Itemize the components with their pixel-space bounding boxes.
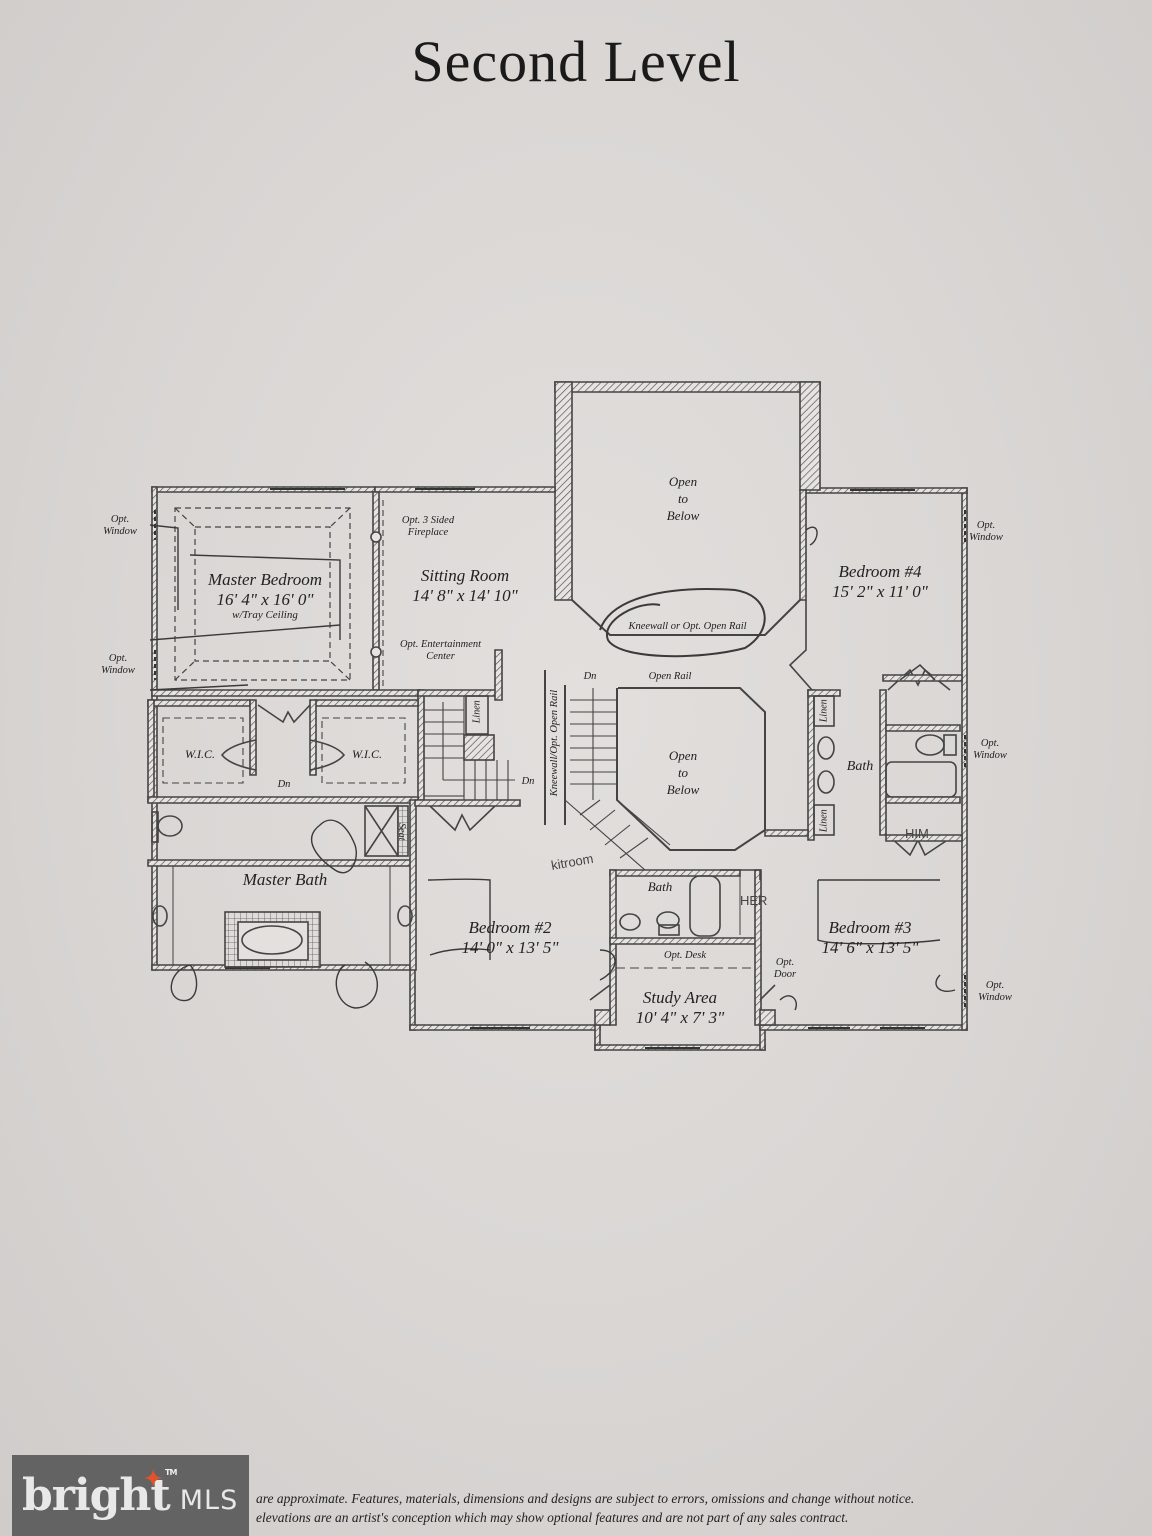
disclaimer: are approximate. Features, materials, di…: [256, 1489, 914, 1527]
brand-wordmark: bright ✦ TM: [22, 1466, 177, 1521]
room-dimensions: 14' 0" x 13' 5": [461, 937, 559, 957]
bedroom-3-label: Bedroom #3 14' 6" x 13' 5": [800, 918, 940, 957]
room-dimensions: 10' 4" x 7' 3": [635, 1007, 725, 1027]
brand-suffix: MLS: [179, 1485, 239, 1516]
bath-center-label: Bath: [647, 879, 673, 894]
trademark-mark: TM: [165, 1468, 177, 1477]
opt-desk-label: Opt. Desk: [664, 950, 706, 961]
page-title: Second Level: [411, 29, 741, 94]
opt-window-label: Opt. Window: [973, 738, 1007, 762]
linen-right-top-label: Linen: [818, 699, 830, 723]
master-bath-label: Master Bath: [242, 870, 328, 889]
room-name: Bedroom #2: [468, 918, 552, 937]
opt-window-label: Opt. Window: [969, 520, 1003, 544]
bedroom-4-label: Bedroom #4 15' 2" x 11' 0": [810, 562, 950, 601]
seat-label: Seat: [395, 823, 407, 841]
wic-right-label: W.I.C.: [352, 747, 382, 761]
opt-window-label: Opt. Window: [978, 980, 1012, 1004]
room-name: Sitting Room: [420, 566, 510, 585]
room-note: w/Tray Ceiling: [232, 609, 298, 622]
kneewall-rail-label: Kneewall or Opt. Open Rail: [628, 621, 747, 632]
linen-right-bottom-label: Linen: [818, 809, 830, 833]
open-rail-label: Open Rail: [648, 671, 692, 682]
open-to-below-center-label: Open to Below: [666, 748, 700, 797]
room-name: Bedroom #4: [838, 562, 922, 581]
room-dimensions: 14' 8" x 14' 10": [412, 585, 518, 605]
bright-mls-watermark: bright ✦ TM MLS: [12, 1455, 249, 1536]
opt-door-label: Opt. Door: [773, 957, 797, 981]
disclaimer-line-2: elevations are an artist's conception wh…: [256, 1510, 849, 1525]
handwritten-marks: [149, 524, 956, 1011]
handwritten-him: HIM: [905, 826, 929, 841]
sparkle-icon: ✦: [144, 1466, 162, 1492]
room-dimensions: 16' 4" x 16' 0": [216, 589, 314, 609]
wic-left-label: W.I.C.: [185, 747, 215, 761]
dn-main-stair-label: Dn: [583, 671, 597, 682]
opt-window-label: Opt. Window: [101, 653, 135, 677]
bath-right-label: Bath: [846, 759, 874, 774]
master-bedroom-label: Master Bedroom 16' 4" x 16' 0" w/Tray Ce…: [190, 570, 340, 622]
windows: [154, 488, 966, 1049]
room-name: Master Bedroom: [207, 570, 323, 589]
handwritten-kitroom: kitroom: [550, 851, 595, 873]
linen-left-label: Linen: [471, 700, 483, 724]
kneewall-vertical-label: Kneewall/Opt. Open Rail: [548, 689, 560, 797]
disclaimer-line-1: are approximate. Features, materials, di…: [256, 1491, 915, 1506]
dn-back-stair-label: Dn: [521, 776, 535, 787]
open-to-below-top-label: Open to Below: [666, 474, 700, 523]
room-name: Study Area: [642, 988, 718, 1007]
fireplace-label: Opt. 3 Sided Fireplace: [401, 515, 455, 539]
room-name: Bedroom #3: [828, 918, 912, 937]
bedroom-2-label: Bedroom #2 14' 0" x 13' 5": [440, 918, 580, 957]
opt-window-label: Opt. Window: [103, 514, 137, 538]
sitting-room-label: Sitting Room 14' 8" x 14' 10": [395, 566, 535, 605]
tray-ceiling: [174, 507, 351, 681]
dn-hall-label: Dn: [277, 779, 291, 790]
room-dimensions: 15' 2" x 11' 0": [832, 581, 928, 601]
study-area-label: Study Area 10' 4" x 7' 3": [615, 988, 745, 1027]
handwritten-her: HER: [740, 893, 767, 908]
back-stair: [423, 695, 515, 800]
room-dimensions: 14' 6" x 13' 5": [821, 937, 919, 957]
entertainment-center-label: Opt. Entertainment Center: [399, 639, 482, 663]
